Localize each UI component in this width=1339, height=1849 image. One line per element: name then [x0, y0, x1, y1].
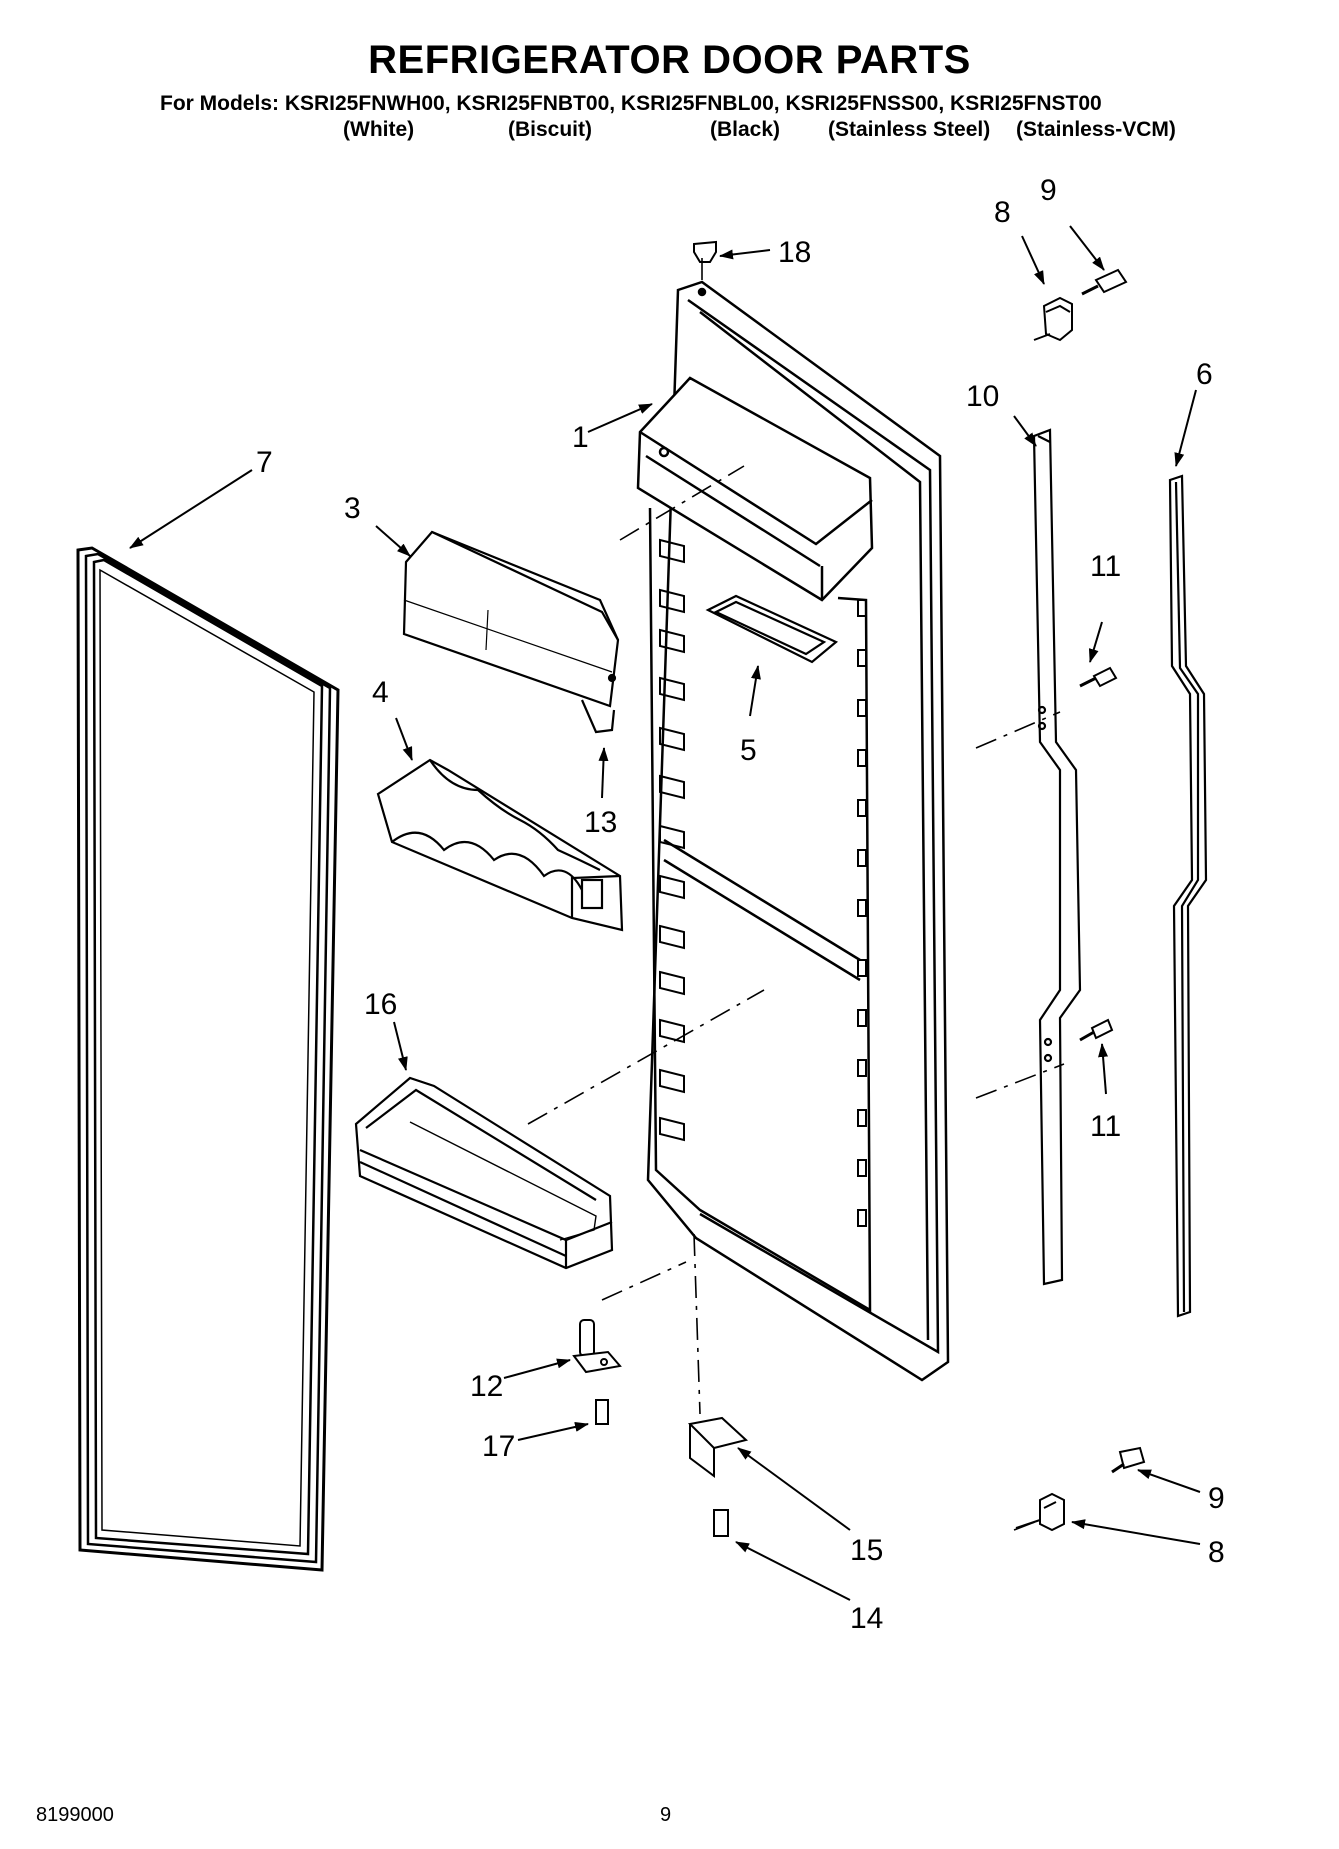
callout-9-top: 9: [1040, 174, 1057, 207]
utility-tray-part: [705, 594, 839, 664]
callout-11-top: 11: [1090, 550, 1121, 583]
callout-13: 13: [584, 806, 617, 839]
hinge-strip-part: [1032, 428, 1082, 1286]
variant-black: (Black): [710, 118, 781, 141]
egg-bin-part: [376, 758, 624, 932]
callout-18: 18: [778, 236, 811, 269]
callout-7: 7: [256, 446, 273, 479]
callout-11-bottom: 11: [1090, 1110, 1121, 1143]
variant-stainless-vcm: (Stainless-VCM): [1016, 118, 1176, 141]
page-number: 9: [660, 1804, 672, 1826]
callout-17: 17: [482, 1430, 515, 1463]
seal-strip-part: [1168, 474, 1208, 1318]
variant-white: (White): [343, 118, 415, 141]
callout-4: 4: [372, 676, 389, 709]
models-line: For Models: KSRI25FNWH00, KSRI25FNBT00, …: [160, 92, 1102, 115]
callout-5: 5: [740, 734, 757, 767]
dairy-door-part: [402, 530, 620, 734]
screw-part: [1079, 666, 1118, 1042]
top-hinge-bracket-part: [1033, 268, 1128, 342]
plug-part: [693, 240, 717, 263]
model-variants: (White) (Biscuit) (Black) (Stainless Ste…: [0, 118, 1339, 148]
callout-9-bottom: 9: [1208, 1482, 1225, 1515]
callout-6: 6: [1196, 358, 1213, 391]
page-title: REFRIGERATOR DOOR PARTS: [368, 38, 971, 82]
callout-15: 15: [850, 1534, 883, 1567]
callout-8-top: 8: [994, 196, 1011, 229]
callout-14: 14: [850, 1602, 883, 1635]
document-number: 8199000: [36, 1804, 114, 1826]
callout-12: 12: [470, 1370, 503, 1403]
bottom-hinge-bracket-part: [1015, 1446, 1146, 1532]
leader-arrows: [129, 225, 1201, 1601]
callout-10: 10: [966, 380, 999, 413]
callout-3: 3: [344, 492, 361, 525]
callout-1: 1: [572, 421, 589, 454]
door-gasket-part: [76, 546, 340, 1572]
callout-8-bottom: 8: [1208, 1536, 1225, 1569]
door-bin-part: [354, 1076, 614, 1270]
variant-stainless-steel: (Stainless Steel): [828, 118, 991, 141]
callout-16: 16: [364, 988, 397, 1021]
alignment-lines: [527, 258, 1065, 1531]
variant-biscuit: (Biscuit): [508, 118, 592, 141]
door-liner-part: [636, 280, 950, 1382]
lower-hinge-part: [572, 1319, 749, 1537]
